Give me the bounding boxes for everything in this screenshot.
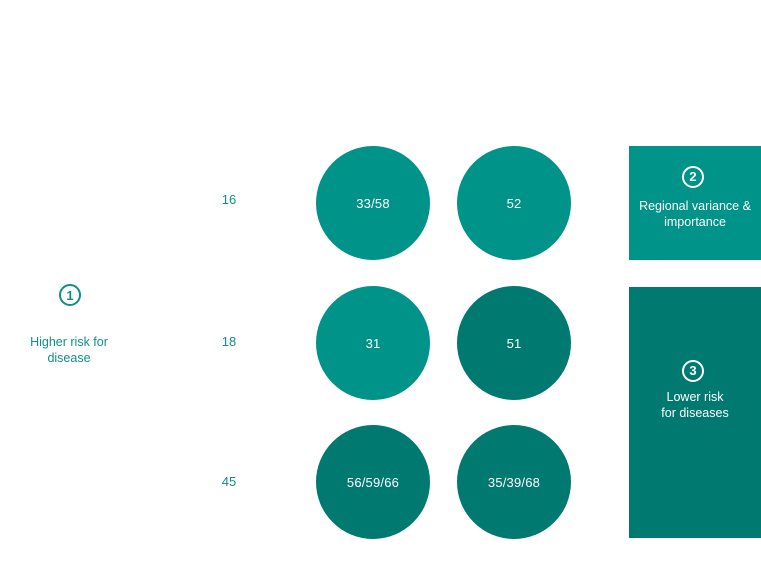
circle-value: 35/39/68 <box>487 474 541 490</box>
lower-risk-box: 3 Lower risk for diseases <box>629 287 761 538</box>
circle-value: 33/58 <box>356 195 390 211</box>
circle-row1-col2: 52 <box>457 146 571 260</box>
circle-row2-col1: 31 <box>316 286 430 400</box>
step-1-badge: 1 <box>59 284 81 306</box>
row-label-3: 45 <box>221 474 237 489</box>
circle-row1-col1: 33/58 <box>316 146 430 260</box>
row-label-1: 16 <box>221 192 237 207</box>
circle-value: 51 <box>506 335 522 351</box>
circle-row2-col2: 51 <box>457 286 571 400</box>
circle-row3-col2: 35/39/68 <box>457 425 571 539</box>
lower-risk-label: Lower risk for diseases <box>661 390 729 420</box>
regional-variance-box: 2 Regional variance & importance <box>629 146 761 260</box>
higher-risk-label: Higher risk for disease <box>30 335 108 365</box>
circle-row3-col1: 56/59/66 <box>316 425 430 539</box>
circle-value: 52 <box>506 195 522 211</box>
regional-variance-label: Regional variance & importance <box>639 199 751 229</box>
step-3-badge: 3 <box>682 360 704 382</box>
row-label-2: 18 <box>221 334 237 349</box>
step-2-badge: 2 <box>682 166 704 188</box>
circle-value: 31 <box>365 335 381 351</box>
circle-value: 56/59/66 <box>346 474 400 490</box>
